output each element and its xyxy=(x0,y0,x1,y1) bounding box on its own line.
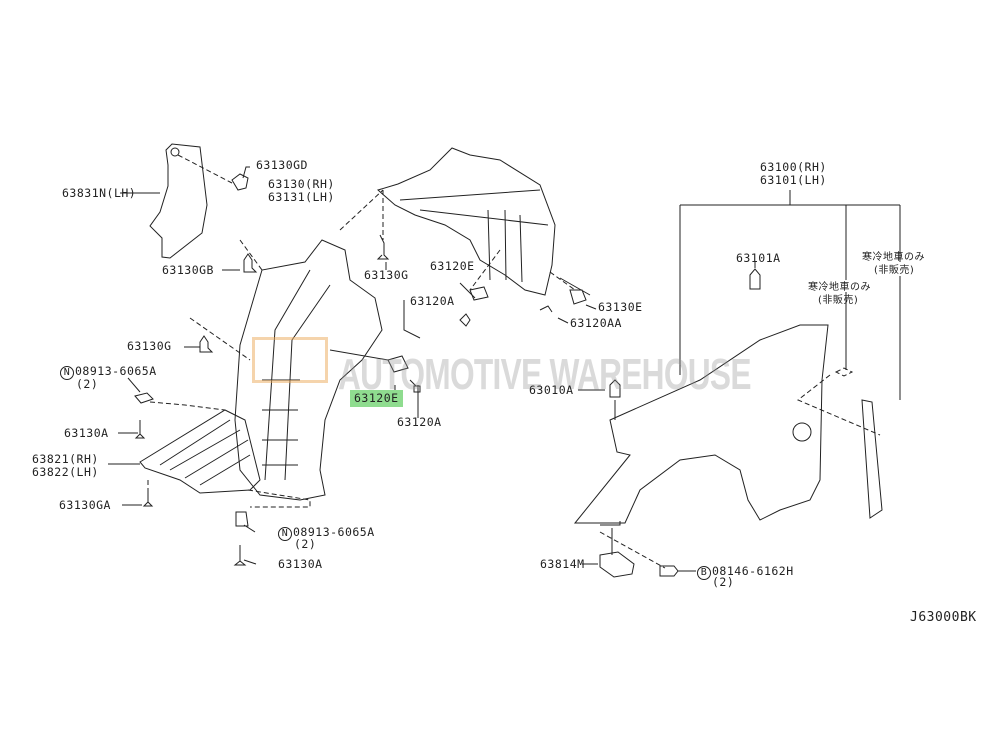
label-63821-rh[interactable]: 63821(RH) xyxy=(32,452,99,466)
n-symbol-icon: N xyxy=(60,366,74,380)
part-63831n-shield xyxy=(149,143,208,259)
n-symbol-icon: N xyxy=(278,527,292,541)
label-63101-lh[interactable]: 63101(LH) xyxy=(760,173,827,187)
note-cold-climate-1: 寒冷地車のみ xyxy=(808,282,871,293)
label-63130gd[interactable]: 63130GD xyxy=(256,158,308,172)
label-63120a-lower[interactable]: 63120A xyxy=(397,415,442,429)
label-63130-rh[interactable]: 63130(RH) xyxy=(268,177,335,191)
label-qty: (2) xyxy=(76,377,99,391)
label-63010a[interactable]: 63010A xyxy=(529,383,574,397)
note-cold-climate-2: 寒冷地車のみ xyxy=(862,252,925,263)
label-63814m[interactable]: 63814M xyxy=(540,557,585,571)
part-63100-fender xyxy=(573,324,829,524)
label-63831n[interactable]: 63831N(LH) xyxy=(62,186,137,200)
label-63130g-center[interactable]: 63130G xyxy=(364,268,409,282)
label-63130ga[interactable]: 63130GA xyxy=(59,498,111,512)
label-63130a-bottom[interactable]: 63130A xyxy=(278,557,323,571)
clip-icons xyxy=(134,239,263,566)
part-number: 08913-6065A xyxy=(293,525,375,539)
watermark-text: AUTOMOTIVE WAREHOUSE xyxy=(338,350,751,399)
label-63130g-left[interactable]: 63130G xyxy=(127,339,172,353)
part-number: 08913-6065A xyxy=(75,364,157,378)
label-63120aa[interactable]: 63120AA xyxy=(570,316,622,330)
part-number: 08146-6162H xyxy=(712,564,794,578)
note-not-sold-1: (非販売) xyxy=(818,295,859,306)
part-63130-liner xyxy=(234,239,383,501)
label-63120e-highlighted[interactable]: 63120E xyxy=(350,390,403,407)
label-63100-rh[interactable]: 63100(RH) xyxy=(760,160,827,174)
b-symbol-icon: B xyxy=(697,566,711,580)
label-63822-lh[interactable]: 63822(LH) xyxy=(32,465,99,479)
label-63130e[interactable]: 63130E xyxy=(598,300,643,314)
part-rear-liner xyxy=(376,147,556,296)
label-63120e-upper[interactable]: 63120E xyxy=(430,259,475,273)
label-63130gb[interactable]: 63130GB xyxy=(162,263,214,277)
label-63120a-upper[interactable]: 63120A xyxy=(410,294,455,308)
watermark-logo xyxy=(252,337,328,383)
note-not-sold-2: (非販売) xyxy=(874,265,915,276)
label-63130a-left[interactable]: 63130A xyxy=(64,426,109,440)
label-63131-lh[interactable]: 63131(LH) xyxy=(268,190,335,204)
label-qty: (2) xyxy=(712,575,735,589)
part-63821-cover xyxy=(139,409,261,494)
diagram-code: J63000BK xyxy=(910,610,977,625)
label-qty: (2) xyxy=(294,537,317,551)
label-63101a[interactable]: 63101A xyxy=(736,251,781,265)
